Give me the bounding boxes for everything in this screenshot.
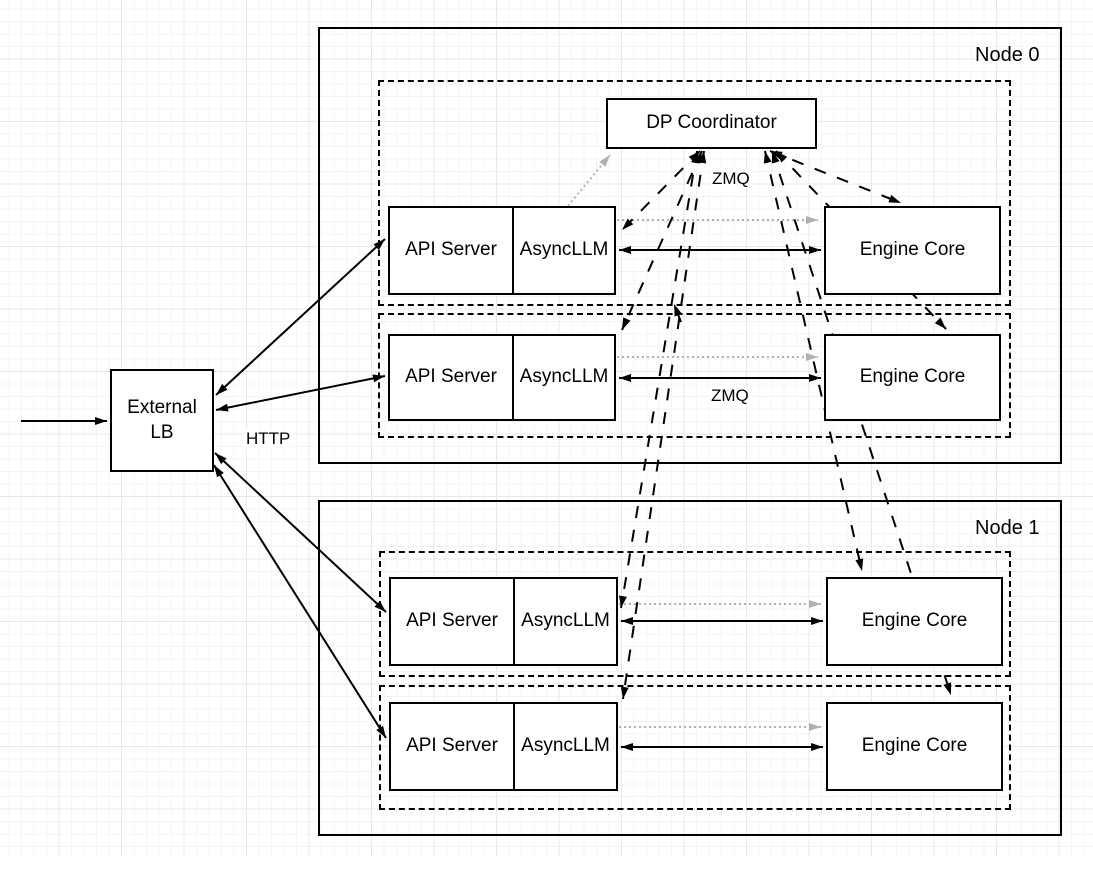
node-0-title: Node 0 xyxy=(975,44,1040,66)
engine-core-box-n1r1: Engine Core xyxy=(826,577,1003,666)
zmq-coordinator-label: ZMQ xyxy=(710,169,752,189)
engine-core-box-n1r2: Engine Core xyxy=(826,702,1003,791)
api-server-cell: API Server xyxy=(406,610,498,632)
api-async-box-n1r2: API Server AsyncLLM xyxy=(389,702,618,791)
external-lb-box: External LB xyxy=(110,369,214,472)
external-lb-label: External LB xyxy=(127,396,197,443)
api-async-box-n0r1: API Server AsyncLLM xyxy=(388,206,616,295)
http-edge-label: HTTP xyxy=(244,429,293,449)
engine-core-box-n0r1: Engine Core xyxy=(824,206,1001,295)
api-server-cell: API Server xyxy=(406,735,498,757)
asyncllm-cell: AsyncLLM xyxy=(512,336,614,419)
api-server-cell: API Server xyxy=(405,366,497,388)
zmq-row2-label: ZMQ xyxy=(709,386,751,406)
engine-core-box-n0r2: Engine Core xyxy=(824,334,1001,421)
api-async-box-n1r1: API Server AsyncLLM xyxy=(389,577,618,666)
asyncllm-cell: AsyncLLM xyxy=(512,208,614,293)
api-server-cell: API Server xyxy=(405,239,497,261)
dp-coordinator-box: DP Coordinator xyxy=(606,98,817,149)
asyncllm-cell: AsyncLLM xyxy=(513,704,616,789)
node-1-title: Node 1 xyxy=(975,517,1040,539)
api-async-box-n0r2: API Server AsyncLLM xyxy=(388,334,616,421)
asyncllm-cell: AsyncLLM xyxy=(513,579,616,664)
dp-coordinator-label: DP Coordinator xyxy=(646,112,777,134)
